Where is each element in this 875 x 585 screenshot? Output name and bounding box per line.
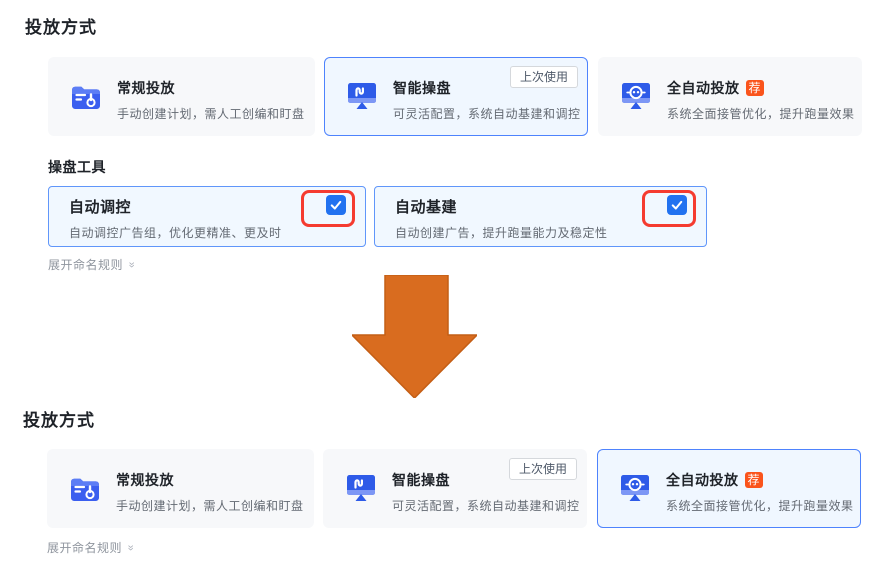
tool-desc: 自动创建广告，提升跑量能力及稳定性 <box>395 226 608 240</box>
folder-doc-pointer-icon <box>72 86 100 109</box>
expand-link-label: 展开命名规则 <box>47 541 123 555</box>
expand-naming-rules-link-after[interactable]: 展开命名规则 » <box>47 539 137 556</box>
delivery-card-regular[interactable]: 常规投放 手动创建计划，需人工创编和盯盘 <box>48 57 315 136</box>
monitor-robot-face-icon <box>622 83 650 109</box>
monitor-robot-face-icon <box>621 475 649 501</box>
card-desc: 系统全面接管优化，提升跑量效果 <box>667 107 855 121</box>
auto-adjust-checkbox[interactable] <box>326 195 346 215</box>
red-highlight-annotation <box>642 190 696 227</box>
tool-title: 自动调控 <box>69 199 132 216</box>
last-used-badge: 上次使用 <box>508 458 577 480</box>
checkmark-icon <box>330 200 342 210</box>
card-title: 智能操盘 <box>392 472 450 488</box>
tool-card-auto-adjust[interactable]: 自动调控 自动调控广告组，优化更精准、更及时 <box>48 186 366 247</box>
section-title-delivery-method-after: 投放方式 <box>23 411 95 430</box>
recommended-tag: 荐 <box>744 472 763 488</box>
tool-desc: 自动调控广告组，优化更精准、更及时 <box>69 226 282 240</box>
card-desc: 手动创建计划，需人工创编和盯盘 <box>116 499 304 513</box>
card-title: 全自动投放 <box>667 80 740 96</box>
red-highlight-annotation <box>301 190 355 227</box>
tool-card-auto-build[interactable]: 自动基建 自动创建广告，提升跑量能力及稳定性 <box>374 186 707 247</box>
expand-link-label: 展开命名规则 <box>48 258 124 272</box>
card-desc: 系统全面接管优化，提升跑量效果 <box>666 499 854 513</box>
recommended-tag: 荐 <box>745 80 764 96</box>
section-title-delivery-method-before: 投放方式 <box>25 18 97 37</box>
double-chevron-down-icon: » <box>124 544 137 551</box>
card-text: 全自动投放 荐 系统全面接管优化，提升跑量效果 <box>667 79 855 122</box>
card-title: 常规投放 <box>117 80 175 96</box>
card-text: 智能操盘 可灵活配置，系统自动基建和调控 <box>393 79 581 122</box>
card-desc: 可灵活配置，系统自动基建和调控 <box>392 499 580 513</box>
folder-doc-pointer-icon <box>71 478 99 501</box>
card-desc: 手动创建计划，需人工创编和盯盘 <box>117 107 305 121</box>
card-title: 常规投放 <box>116 472 174 488</box>
delivery-card-smart-after[interactable]: 上次使用 智能操盘 可灵活配置，系统自动基建和调控 <box>323 449 587 528</box>
card-text: 常规投放 手动创建计划，需人工创编和盯盘 <box>117 79 305 122</box>
monitor-wave-icon <box>347 475 375 501</box>
big-down-arrow-icon <box>351 274 478 399</box>
checkmark-icon <box>671 200 683 210</box>
transition-arrow <box>351 274 478 403</box>
card-text: 常规投放 手动创建计划，需人工创编和盯盘 <box>116 471 304 514</box>
monitor-wave-icon <box>348 83 376 109</box>
card-title: 智能操盘 <box>393 80 451 96</box>
double-chevron-down-icon: » <box>125 261 138 268</box>
card-desc: 可灵活配置，系统自动基建和调控 <box>393 107 581 121</box>
delivery-card-full-auto-after[interactable]: 全自动投放 荐 系统全面接管优化，提升跑量效果 <box>597 449 861 528</box>
auto-build-checkbox[interactable] <box>667 195 687 215</box>
tool-title: 自动基建 <box>395 199 458 216</box>
last-used-badge: 上次使用 <box>509 66 578 88</box>
card-text: 智能操盘 可灵活配置，系统自动基建和调控 <box>392 471 580 514</box>
card-title: 全自动投放 <box>666 472 739 488</box>
card-text: 全自动投放 荐 系统全面接管优化，提升跑量效果 <box>666 471 854 514</box>
delivery-card-smart[interactable]: 上次使用 智能操盘 可灵活配置，系统自动基建和调控 <box>324 57 588 136</box>
delivery-card-regular-after[interactable]: 常规投放 手动创建计划，需人工创编和盯盘 <box>47 449 314 528</box>
expand-naming-rules-link[interactable]: 展开命名规则 » <box>48 256 138 273</box>
tools-section-title: 操盘工具 <box>48 159 106 175</box>
delivery-card-full-auto[interactable]: 全自动投放 荐 系统全面接管优化，提升跑量效果 <box>598 57 862 136</box>
